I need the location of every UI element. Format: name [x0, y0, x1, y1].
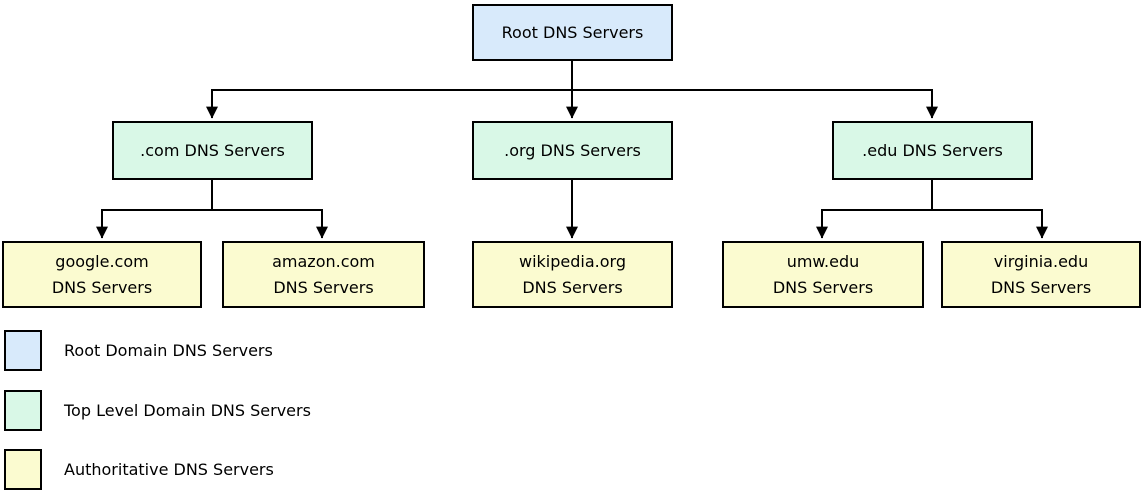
node-wikipedia-dns-servers: wikipedia.org DNS Servers	[472, 241, 673, 308]
legend-item-top-level-domain: Top Level Domain DNS Servers	[4, 390, 311, 431]
legend-swatch-root	[4, 330, 42, 371]
node-label-line2: DNS Servers	[772, 277, 874, 297]
legend-label: Root Domain DNS Servers	[64, 341, 273, 360]
node-label-line1: umw.edu	[786, 251, 860, 271]
node-label: .com DNS Servers	[140, 140, 285, 160]
node-label-line1: wikipedia.org	[519, 251, 626, 271]
legend-item-authoritative: Authoritative DNS Servers	[4, 449, 274, 490]
legend-swatch-authoritative	[4, 449, 42, 490]
node-edu-dns-servers: .edu DNS Servers	[832, 121, 1033, 180]
node-label-line2: DNS Servers	[990, 277, 1092, 297]
legend-label: Top Level Domain DNS Servers	[64, 401, 311, 420]
legend-label: Authoritative DNS Servers	[64, 460, 274, 479]
node-root-dns-servers: Root DNS Servers	[472, 4, 673, 61]
node-label-line1: amazon.com	[272, 251, 375, 271]
node-label: .edu DNS Servers	[862, 140, 1003, 160]
node-virginia-dns-servers: virginia.edu DNS Servers	[941, 241, 1141, 308]
node-umw-dns-servers: umw.edu DNS Servers	[722, 241, 924, 308]
node-label-line2: DNS Servers	[273, 277, 374, 297]
node-label-line1: virginia.edu	[993, 251, 1089, 271]
legend-item-root-domain: Root Domain DNS Servers	[4, 330, 273, 371]
node-amazon-dns-servers: amazon.com DNS Servers	[222, 241, 425, 308]
node-org-dns-servers: .org DNS Servers	[472, 121, 673, 180]
legend-swatch-tld	[4, 390, 42, 431]
node-label-line1: google.com	[55, 251, 149, 271]
node-label: Root DNS Servers	[501, 22, 644, 42]
node-label: .org DNS Servers	[504, 140, 641, 160]
node-google-dns-servers: google.com DNS Servers	[2, 241, 202, 308]
node-label-line2: DNS Servers	[51, 277, 153, 297]
node-com-dns-servers: .com DNS Servers	[112, 121, 313, 180]
node-label-line2: DNS Servers	[522, 277, 623, 297]
